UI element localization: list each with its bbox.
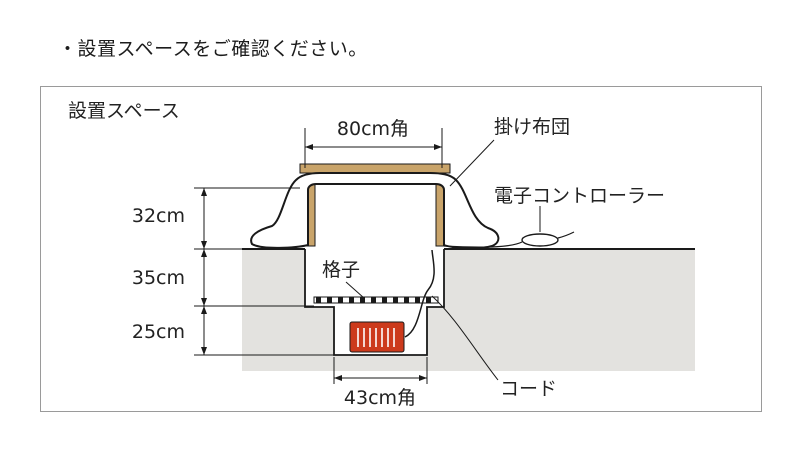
futon-quilt bbox=[250, 172, 500, 250]
dim-height-middle-label: 35cm bbox=[132, 267, 185, 289]
dim-top-label: 80cm角 bbox=[337, 118, 409, 140]
dim-top-arrowhead-right bbox=[434, 144, 442, 150]
panel-title: 設置スペース bbox=[68, 100, 180, 122]
label-grid: 格子 bbox=[322, 259, 360, 281]
label-controller: 電子コントローラー bbox=[494, 185, 665, 207]
dim-bottom-arrowhead-right bbox=[419, 375, 427, 381]
leader-futon bbox=[449, 139, 495, 187]
dim-vertical-arrowheads bbox=[201, 188, 207, 355]
instruction-text: ・設置スペースをご確認ください。 bbox=[58, 38, 368, 60]
leader-cord bbox=[431, 295, 499, 381]
dim-bottom-label: 43cm角 bbox=[344, 387, 416, 409]
dim-top-arrowhead-left bbox=[305, 144, 313, 150]
cord-line bbox=[404, 249, 435, 338]
label-futon: 掛け布団 bbox=[494, 116, 570, 138]
table-top bbox=[299, 163, 451, 174]
electronic-controller bbox=[521, 233, 559, 247]
diagram-frame bbox=[40, 86, 762, 412]
dim-height-lower-label: 25cm bbox=[132, 321, 185, 343]
controller-wire bbox=[443, 241, 523, 248]
dim-height-upper-label: 32cm bbox=[132, 205, 185, 227]
heater-fins bbox=[357, 328, 395, 347]
controller-wire-tail bbox=[557, 231, 575, 239]
floor-ground bbox=[242, 249, 695, 371]
label-cord: コード bbox=[500, 378, 557, 400]
dim-top-label-bg bbox=[332, 118, 414, 140]
pit-outline bbox=[304, 249, 445, 356]
leader-grid bbox=[345, 281, 365, 299]
dim-bottom-arrowhead-left bbox=[334, 375, 342, 381]
lattice-bars bbox=[316, 297, 431, 303]
